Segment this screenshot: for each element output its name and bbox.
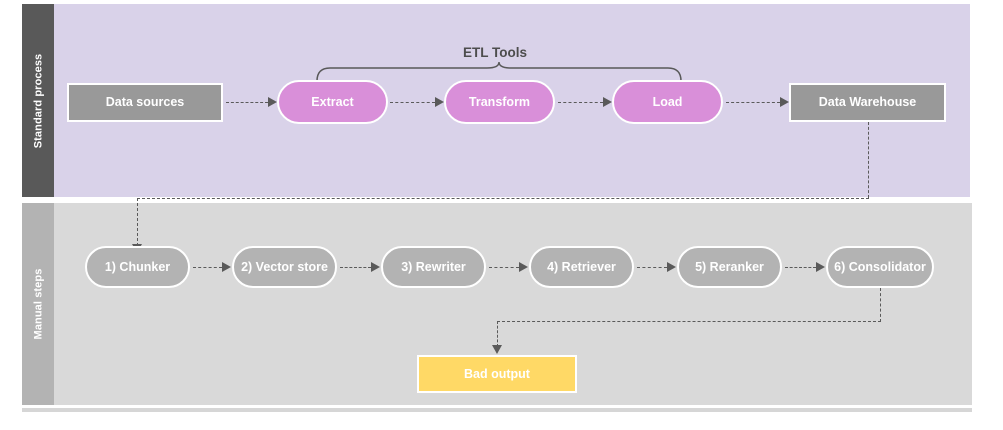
edge-consolidator-across-segment xyxy=(497,321,881,322)
node-extract-label: Extract xyxy=(311,94,354,109)
lane-manual-steps-text: Manual steps xyxy=(32,268,45,340)
edge-rewriter-to-retriever-arrow xyxy=(519,262,528,272)
edge-extract-to-transform xyxy=(390,102,435,103)
lane-standard-process-label: Standard process xyxy=(22,4,54,197)
edge-warehouse-down-segment xyxy=(868,122,869,198)
edge-extract-to-transform-arrow xyxy=(435,97,444,107)
edge-chunker-to-vector-store xyxy=(193,267,222,268)
edge-consolidator-to-bad-output-segment xyxy=(497,321,498,347)
node-retriever[interactable]: 4) Retriever xyxy=(529,246,634,288)
edge-retriever-to-reranker xyxy=(637,267,667,268)
edge-load-to-data-warehouse xyxy=(726,102,780,103)
node-transform-label: Transform xyxy=(468,94,531,109)
edge-vector-store-to-rewriter-arrow xyxy=(371,262,380,272)
edge-data-sources-to-extract xyxy=(226,102,268,103)
etl-tools-group-label: ETL Tools xyxy=(463,45,527,60)
edge-chunker-to-vector-store-arrow xyxy=(222,262,231,272)
edge-retriever-to-reranker-arrow xyxy=(667,262,676,272)
edge-transform-to-load xyxy=(558,102,603,103)
node-transform[interactable]: Transform xyxy=(444,80,555,124)
edge-consolidator-to-bad-output-arrow xyxy=(492,345,502,354)
edge-reranker-to-consolidator xyxy=(785,267,816,268)
node-rewriter[interactable]: 3) Rewriter xyxy=(381,246,486,288)
edge-rewriter-to-retriever xyxy=(489,267,519,268)
edge-data-sources-to-extract-arrow xyxy=(268,97,277,107)
node-data-sources-label: Data sources xyxy=(105,95,185,110)
node-chunker[interactable]: 1) Chunker xyxy=(85,246,190,288)
edge-transform-to-load-arrow xyxy=(603,97,612,107)
edge-vector-store-to-rewriter xyxy=(340,267,371,268)
node-consolidator[interactable]: 6) Consolidator xyxy=(826,246,934,288)
edge-warehouse-to-chunker-segment xyxy=(137,198,138,246)
node-reranker[interactable]: 5) Reranker xyxy=(677,246,782,288)
node-bad-output[interactable]: Bad output xyxy=(417,355,577,393)
node-load[interactable]: Load xyxy=(612,80,723,124)
bottom-divider xyxy=(22,408,972,412)
node-rewriter-label: 3) Rewriter xyxy=(401,259,466,274)
etl-tools-brace-icon xyxy=(316,62,682,82)
node-retriever-label: 4) Retriever xyxy=(547,259,616,274)
node-chunker-label: 1) Chunker xyxy=(104,259,171,274)
node-vector-store-label: 2) Vector store xyxy=(241,259,328,274)
node-extract[interactable]: Extract xyxy=(277,80,388,124)
node-bad-output-label: Bad output xyxy=(464,366,530,381)
edge-load-to-data-warehouse-arrow xyxy=(780,97,789,107)
edge-warehouse-across-segment xyxy=(137,198,869,199)
node-data-warehouse-label: Data Warehouse xyxy=(818,95,917,110)
node-data-sources[interactable]: Data sources xyxy=(67,83,223,122)
node-reranker-label: 5) Reranker xyxy=(695,259,764,274)
lane-manual-steps-label: Manual steps xyxy=(22,203,54,405)
edge-consolidator-down-segment xyxy=(880,288,881,322)
node-load-label: Load xyxy=(652,94,683,109)
node-vector-store[interactable]: 2) Vector store xyxy=(232,246,337,288)
lane-standard-process-text: Standard process xyxy=(32,53,44,148)
edge-reranker-to-consolidator-arrow xyxy=(816,262,825,272)
node-consolidator-label: 6) Consolidator xyxy=(834,259,926,274)
node-data-warehouse[interactable]: Data Warehouse xyxy=(789,83,946,122)
